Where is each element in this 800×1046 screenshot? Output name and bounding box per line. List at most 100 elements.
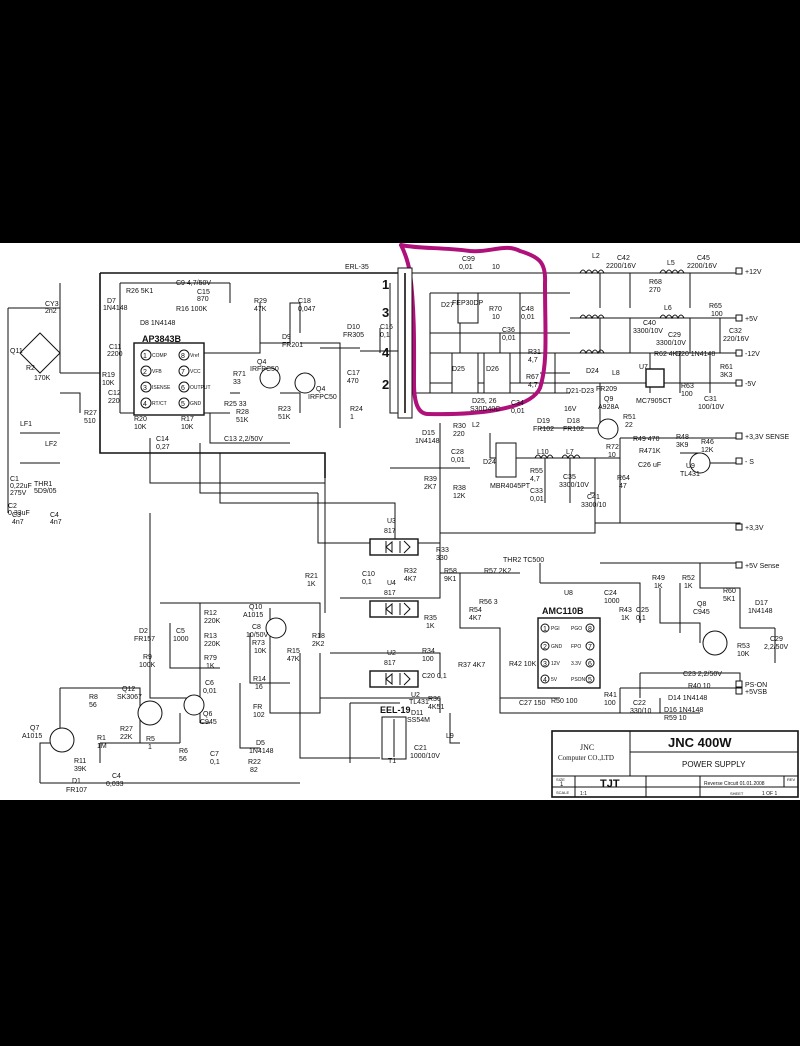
output-terminals: +12V+5V-12V-5V+3,3V SENSE- S+3,3V+5V Sen… [735, 267, 789, 696]
pin-number: 6 [181, 385, 185, 392]
pin-label: 3.3V [571, 661, 582, 667]
component-label: C4 [50, 512, 59, 519]
component-label: D20 1N4148 [676, 351, 715, 358]
component-label: R27 [120, 726, 133, 733]
component-label: 275V [10, 490, 27, 497]
component-label: 1N4148 [415, 438, 440, 445]
pin-label: PGO [571, 626, 582, 632]
component-label: U4 [387, 580, 396, 587]
component-label: R51 [623, 414, 636, 421]
component-label: SK3067 [117, 694, 142, 701]
component-label: Q4 [316, 386, 325, 393]
transformer-pin: 2 [382, 377, 389, 392]
component-label: R42 10K [509, 661, 537, 668]
component-label: R48 [676, 434, 689, 441]
component-label: R17 [181, 416, 194, 423]
component-label: 33 [233, 379, 241, 386]
output-label: - S [745, 459, 754, 466]
component-label: R38 [453, 485, 466, 492]
component-label: R41 [604, 692, 617, 699]
component-label: R55 [530, 468, 543, 475]
transformer-label: EEL-19 [380, 705, 411, 715]
component-label: R9 [143, 654, 152, 661]
component-label: 47K [287, 656, 300, 663]
pin-number: 3 [143, 385, 147, 392]
component-label: 1 [148, 744, 152, 751]
component-label: R15 [287, 648, 300, 655]
component-label: R21 [305, 573, 318, 580]
component-label: 56 [89, 702, 97, 709]
component-label: L9 [446, 733, 454, 740]
component-label: 10 [492, 264, 500, 271]
component-label: 22K [120, 734, 133, 741]
component-label: D11 [411, 710, 423, 717]
transformer-pin: 4 [382, 345, 390, 360]
transformer-pin: 1 [382, 277, 389, 292]
component-label: 2,2/50V [764, 644, 788, 651]
component-label: R46 [701, 439, 714, 446]
component-label: U9 [686, 463, 695, 470]
component-label: A928A [598, 404, 619, 411]
pin-number: 4 [543, 677, 547, 684]
component-label: 4K7 [469, 615, 482, 622]
ic-name: AMC110B [542, 606, 584, 616]
pin-label: PGI [551, 626, 560, 632]
component-label: R34 [422, 648, 435, 655]
component-label: 220 [108, 398, 120, 405]
component-label: D8 1N4148 [140, 320, 176, 327]
component-label: D16 1N4148 [664, 707, 703, 714]
component-label: R62 4K7 [654, 351, 681, 358]
component-label: R43 [619, 607, 632, 614]
component-label: 22 [625, 422, 633, 429]
component-label: S30D40C [470, 406, 500, 413]
component-label: R39 [424, 476, 437, 483]
output-terminal [735, 267, 743, 275]
output-terminal [735, 349, 743, 357]
component-label: R2 [26, 365, 35, 372]
component-label: 2K7 [424, 484, 437, 491]
component-label: 47K [254, 306, 267, 313]
component-label: T1 [388, 758, 396, 765]
drawing-code: TJT [600, 778, 620, 790]
component-label: 100 [604, 700, 616, 707]
component-label: 0,01 [502, 335, 516, 342]
component-label: D15 [422, 430, 435, 437]
component-label: D14 1N4148 [668, 695, 707, 702]
component-label: 100 [681, 391, 693, 398]
component-label: R72 [606, 444, 619, 451]
component-label: Q7 [30, 725, 39, 732]
component-label: D25 [452, 366, 465, 373]
component-label: L6 [664, 305, 672, 312]
component-label: 4K7 [404, 576, 417, 583]
component-label: LF2 [45, 441, 57, 448]
component-label: C35 [563, 474, 576, 481]
component-label: 1 [350, 414, 354, 421]
component-label: D27 [441, 302, 454, 309]
component-label: R60 [723, 588, 736, 595]
component-label: FR102 [563, 426, 584, 433]
component-label: R40 10 [688, 683, 711, 690]
component-label: 2n2 [45, 308, 57, 315]
component-label: 51K [236, 417, 249, 424]
size-value: 1 [560, 782, 564, 788]
component-label: R33 [436, 547, 449, 554]
component-label: FEP30DP [452, 300, 483, 307]
note: Reverse Circuit 01.01.2008 [704, 781, 765, 787]
component-label: 220K [204, 641, 221, 648]
component-label: R24 [350, 406, 363, 413]
component-label: R18 [312, 633, 325, 640]
component-label: 3K3 [720, 372, 733, 379]
component-label: 0,01 [511, 408, 525, 415]
component-label: R50 100 [551, 698, 578, 705]
component-label: 100 [422, 656, 434, 663]
output-terminal [735, 379, 743, 387]
component-label: R71 [233, 371, 246, 378]
component-label: 0,01 [459, 264, 473, 271]
component-label: 3300/10 [581, 502, 606, 509]
component-label: Q6 [203, 711, 212, 718]
component-label: 1N4148 [748, 608, 773, 615]
component-label: SS54M [407, 717, 430, 724]
component-label: R36 [428, 696, 441, 703]
output-inductors [534, 269, 685, 460]
component-label: 5D9/05 [34, 488, 57, 495]
